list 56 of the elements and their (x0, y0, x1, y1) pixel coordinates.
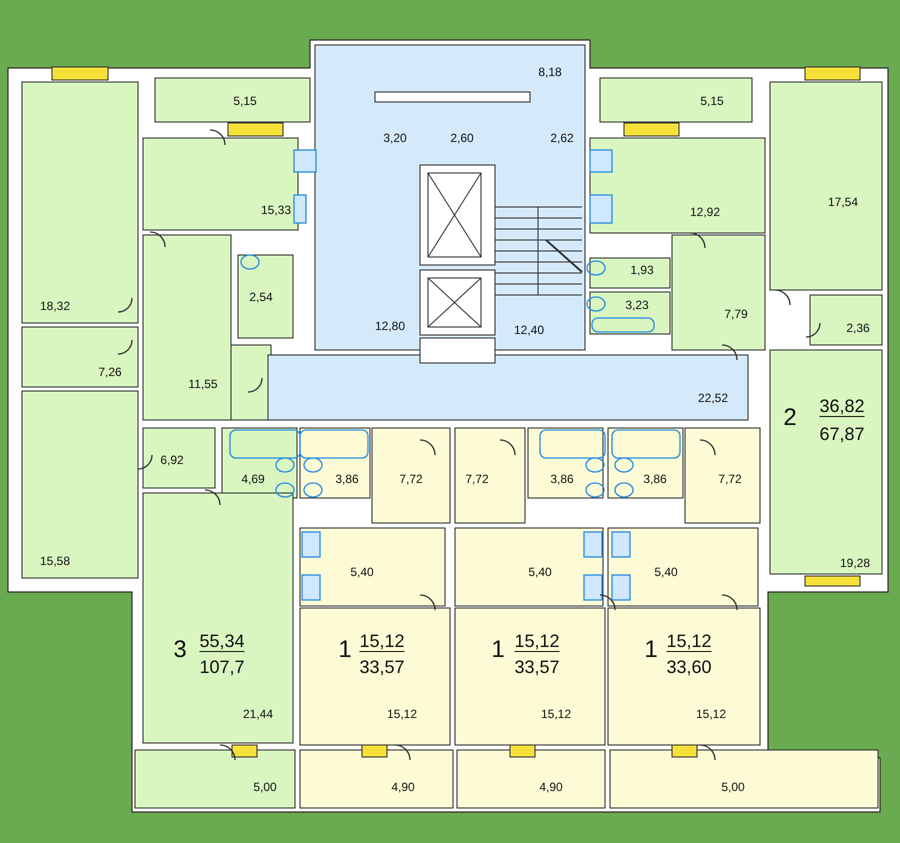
area-label: 15,33 (260, 204, 292, 216)
area-label: 12,92 (690, 206, 720, 218)
total-area-value: 107,7 (199, 658, 245, 676)
area-label: 3,86 (643, 473, 667, 485)
area-label: 8,18 (538, 66, 562, 78)
living-area-value: 15,12 (666, 632, 712, 652)
area-label: 7,79 (724, 308, 748, 320)
area-label: 15,12 (386, 708, 418, 720)
area-label: 19,28 (840, 557, 870, 569)
area-label: 4,90 (391, 781, 415, 793)
area-label: 7,72 (718, 473, 742, 485)
area-label: 12,40 (514, 324, 544, 336)
total-area-value: 67,87 (819, 425, 865, 443)
area-label: 7,72 (399, 473, 423, 485)
area-label: 15,12 (540, 708, 572, 720)
area-label: 15,12 (696, 708, 726, 720)
area-label: 5,40 (528, 566, 552, 578)
room-count-number: 2 (783, 406, 797, 430)
area-label: 15,58 (40, 555, 70, 567)
area-label: 6,92 (160, 454, 184, 466)
area-label: 17,54 (828, 196, 858, 208)
area-label: 2,62 (550, 132, 574, 144)
area-label: 3,86 (335, 473, 359, 485)
area-label: 3,23 (625, 299, 649, 311)
area-label: 2,36 (846, 322, 870, 334)
area-label: 5,40 (350, 566, 374, 578)
area-label: 3,86 (550, 473, 574, 485)
living-area-value: 15,12 (514, 632, 560, 652)
living-area-value: 55,34 (199, 632, 245, 652)
area-label: 7,72 (465, 473, 489, 485)
area-label: 11,55 (188, 378, 218, 390)
area-label: 12,80 (374, 320, 406, 332)
area-label: 4,90 (539, 781, 563, 793)
room-count-number: 1 (338, 638, 352, 662)
area-label: 4,69 (241, 473, 265, 485)
area-label: 22,52 (698, 392, 728, 404)
area-label: 3,20 (383, 132, 407, 144)
area-label: 2,60 (450, 132, 474, 144)
area-label: 1,93 (630, 264, 654, 276)
area-label: 5,15 (233, 95, 257, 107)
area-label: 5,15 (700, 95, 724, 107)
area-label: 5,40 (654, 566, 678, 578)
living-area-value: 15,12 (359, 632, 405, 652)
living-area-value: 36,82 (819, 397, 865, 417)
total-area-value: 33,57 (514, 658, 560, 676)
total-area-value: 33,57 (359, 658, 405, 676)
area-label: 5,00 (721, 781, 745, 793)
room-count-number: 1 (491, 638, 505, 662)
area-label: 21,44 (242, 708, 274, 720)
area-label: 18,32 (40, 300, 70, 312)
room-count-number: 3 (173, 638, 187, 662)
room-count-number: 1 (644, 638, 658, 662)
area-label: 2,54 (249, 291, 273, 303)
area-label: 7,26 (98, 366, 122, 378)
total-area-value: 33,60 (666, 658, 712, 676)
area-label: 5,00 (253, 781, 277, 793)
